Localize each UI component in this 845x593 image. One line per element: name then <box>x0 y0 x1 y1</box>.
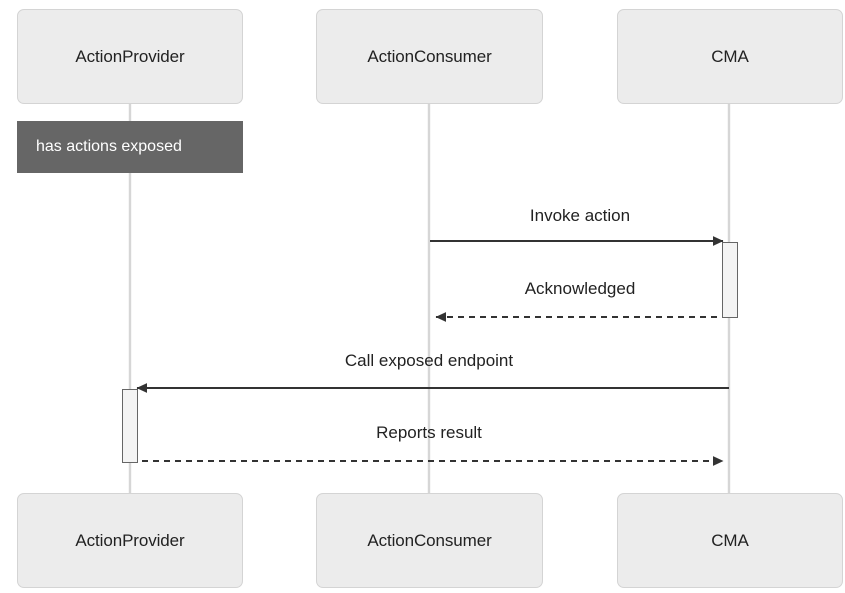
actor-box-actionconsumer-top[interactable]: ActionConsumer <box>316 9 543 104</box>
note-has-actions-exposed: has actions exposed <box>17 121 243 173</box>
actor-box-actionprovider-top[interactable]: ActionProvider <box>17 9 243 104</box>
message-label-invoke-action: Invoke action <box>529 206 631 225</box>
actor-label-cma-bottom: CMA <box>711 530 749 550</box>
actor-label-actionconsumer-top: ActionConsumer <box>367 46 492 66</box>
actor-label-actionconsumer-bottom: ActionConsumer <box>367 530 492 550</box>
actor-label-actionprovider-bottom: ActionProvider <box>75 530 185 550</box>
actor-label-actionprovider-top: ActionProvider <box>75 46 185 66</box>
actor-box-actionconsumer-bottom[interactable]: ActionConsumer <box>316 493 543 588</box>
message-label-call-exposed-endpoint: Call exposed endpoint <box>344 351 514 370</box>
message-label-acknowledged: Acknowledged <box>524 279 636 298</box>
actor-box-actionprovider-bottom[interactable]: ActionProvider <box>17 493 243 588</box>
activation-bar-actionprovider <box>122 389 138 463</box>
note-label-has-actions-exposed: has actions exposed <box>36 138 182 155</box>
actor-box-cma-top[interactable]: CMA <box>617 9 843 104</box>
actor-label-cma-top: CMA <box>711 46 749 66</box>
actor-box-cma-bottom[interactable]: CMA <box>617 493 843 588</box>
activation-bar-cma <box>722 242 738 318</box>
message-label-reports-result: Reports result <box>376 423 482 442</box>
